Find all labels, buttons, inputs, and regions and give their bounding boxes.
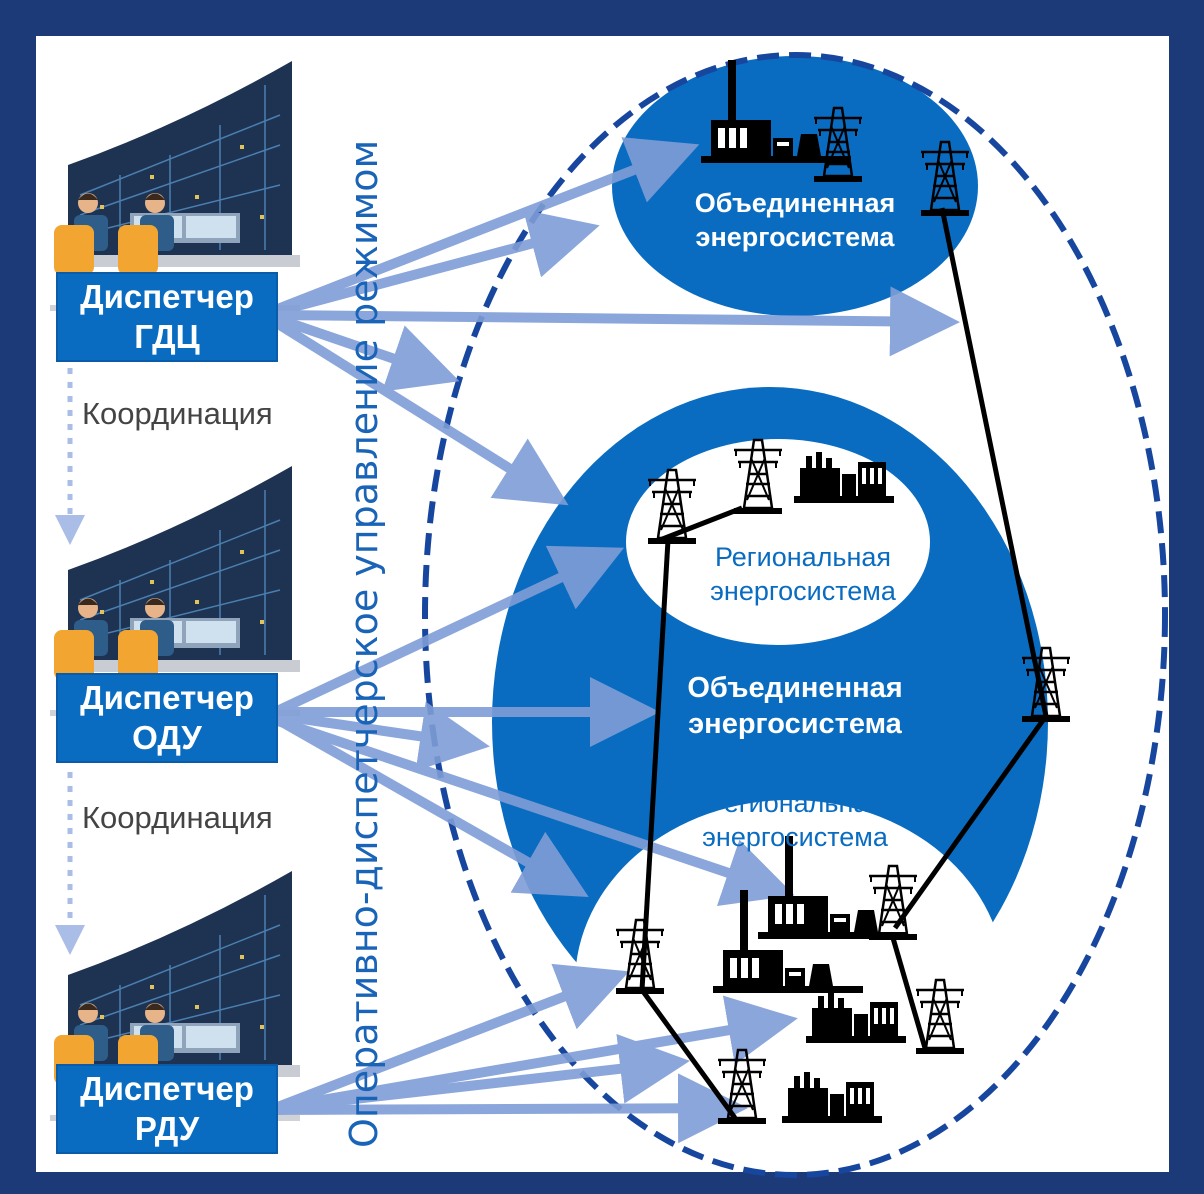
dispatcher-gdc-box: Диспетчер ГДЦ (56, 272, 278, 362)
transmission-line (659, 505, 743, 543)
coordination-label: Координация (82, 396, 273, 431)
coordination-label: Координация (82, 800, 273, 835)
transmission-line (890, 937, 928, 1049)
transmission-line (892, 714, 1049, 930)
control-arrow (272, 317, 569, 506)
middle-system-label: Объединенная энергосистема (640, 670, 950, 742)
transmission-line (939, 207, 1049, 717)
control-arrow (274, 1073, 748, 1144)
dispatcher-odu-box: Диспетчер ОДУ (56, 673, 278, 763)
transmission-line (639, 539, 671, 991)
dispatcher-gdc-line2: ГДЦ (134, 318, 200, 355)
top-system-line2: энергосистема (695, 222, 895, 252)
regional-upper-line1: Региональная (714, 542, 892, 572)
regional-upper-line2: энергосистема (710, 576, 896, 606)
control-arrow (273, 963, 630, 1113)
regional-upper-label: Региональная энергосистема (658, 540, 948, 608)
control-arrow (274, 701, 490, 771)
control-arrow (274, 1033, 690, 1113)
control-arrow (273, 137, 700, 315)
dispatcher-odu-line1: Диспетчер (80, 679, 254, 716)
regional-lower-line1: Региональная (706, 788, 884, 818)
dispatcher-rdu-line2: РДУ (134, 1110, 200, 1147)
control-arrow (273, 209, 600, 317)
top-system-ellipse (612, 56, 978, 316)
dispatcher-rdu-line1: Диспетчер (80, 1070, 254, 1107)
dispatcher-gdc-line1: Диспетчер (80, 278, 254, 315)
middle-system-line1: Объединенная (687, 672, 903, 704)
control-arrow (273, 313, 460, 392)
regional-lower-line2: энергосистема (702, 822, 888, 852)
vertical-title: Оперативно-диспетчерское управление режи… (342, 139, 386, 1148)
control-arrow (272, 545, 625, 717)
control-arrow (272, 713, 589, 897)
dispatcher-rdu-box: Диспетчер РДУ (56, 1064, 278, 1154)
transmission-line (639, 988, 738, 1120)
middle-system-line2: энергосистема (688, 708, 902, 740)
dispatcher-odu-line2: ОДУ (132, 719, 202, 756)
regional-lower-label: Региональная энергосистема (650, 786, 940, 854)
top-system-line1: Объединенная (694, 188, 896, 218)
top-system-label: Объединенная энергосистема (640, 186, 950, 254)
control-arrow (273, 715, 795, 906)
boundary-dashed-ellipse (422, 52, 1168, 1178)
control-arrow (274, 286, 960, 357)
